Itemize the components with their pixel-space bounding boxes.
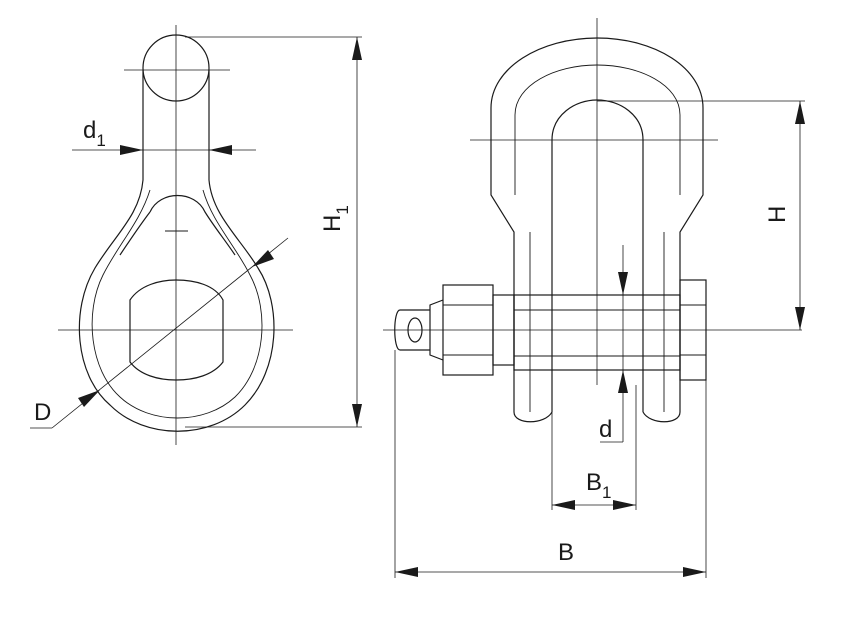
d-arrow-lower — [78, 390, 100, 407]
b1-arrow-right — [613, 500, 636, 510]
h1-label: H1 — [319, 205, 352, 232]
body-inner-outline — [91, 189, 263, 419]
d-big-label: D — [34, 399, 51, 426]
d-arrow-upper — [252, 250, 274, 267]
d1-label: d1 — [83, 117, 106, 150]
d-small-arrow-top — [618, 272, 628, 295]
side-view: d1 H1 D — [30, 25, 362, 445]
d1-arrow-right — [209, 145, 232, 155]
pin-hex-section — [129, 279, 224, 381]
h-arrow-top — [795, 101, 805, 124]
b-label: B — [558, 539, 574, 566]
h1-arrow-bottom — [352, 404, 362, 427]
front-view: H d B1 B — [383, 18, 805, 578]
b-arrow-left — [395, 567, 418, 577]
d1-arrow-left — [120, 145, 143, 155]
d-small-arrow-bottom — [618, 370, 628, 393]
h-arrow-bottom — [795, 307, 805, 330]
h-label: H — [764, 206, 791, 223]
b-arrow-right — [683, 567, 706, 577]
b1-arrow-left — [552, 500, 575, 510]
bow-inner-outline — [551, 99, 644, 412]
h1-arrow-top — [352, 37, 362, 60]
inner-opening — [149, 194, 236, 256]
bow-outer-outline — [490, 37, 704, 423]
bow-outer-left-lower — [490, 140, 553, 423]
b1-label: B1 — [586, 469, 611, 502]
d-small-label: d — [599, 416, 612, 443]
bow-middle-outline — [514, 64, 681, 195]
inner-opening-left — [119, 211, 151, 256]
body-outer-outline — [78, 179, 275, 432]
